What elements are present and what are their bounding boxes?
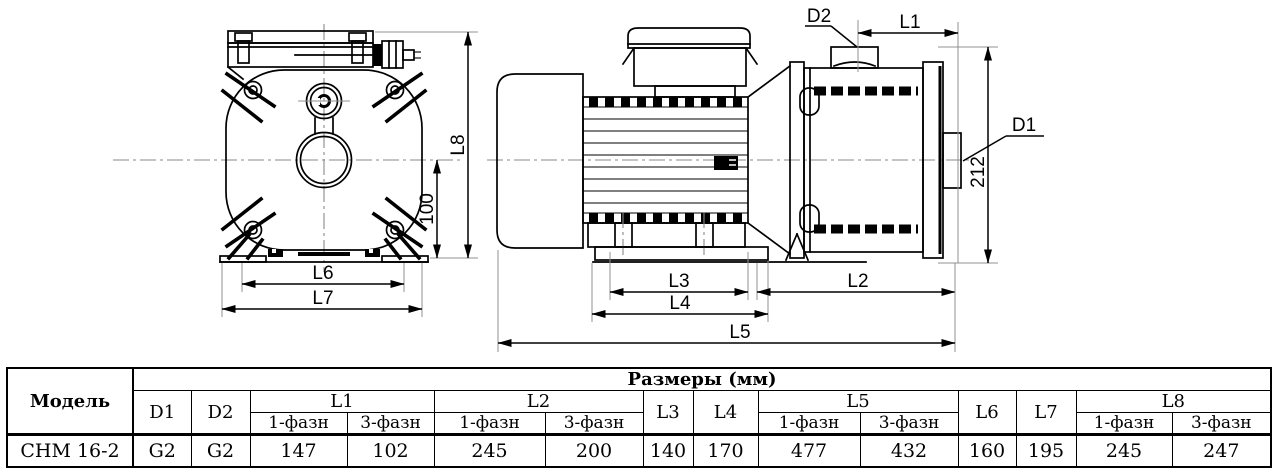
suction-port-d2 [830,46,879,69]
l1-phase3-header: 3-фазн [346,412,435,436]
cell-l3: 140 [642,434,694,467]
feet-front [219,232,429,263]
l5-phase1-header: 1-фазн [757,412,861,436]
cell-l4: 170 [692,434,759,467]
side-view-dimensions: D2 L1 212 D1 [497,6,1044,352]
cell-l2-3ph: 200 [544,434,644,467]
drawing-svg: L8 100 L6 L7 [113,6,1044,352]
cell-l8-3ph: 247 [1171,434,1272,467]
pump-barrel-side [803,46,962,259]
model-column-header: Модель [6,367,134,436]
front-view-dimensions: L8 100 L6 L7 [221,31,478,317]
cell-d1: G2 [132,434,192,467]
col-header-l2: L2 [433,390,644,413]
col-header-l5: L5 [757,390,959,413]
dim-label-l2: L2 [847,271,868,292]
cell-l5-3ph: 432 [859,434,959,467]
cell-l8-1ph: 245 [1075,434,1173,467]
mounting-lugs [220,71,428,249]
terminal-box-side [621,27,759,98]
col-header-l1: L1 [249,390,435,413]
col-header-l4: L4 [692,390,759,436]
dim-label-212: 212 [968,156,989,188]
l2-phase1-header: 1-фазн [433,412,546,436]
cell-l7: 195 [1015,434,1077,467]
dim-label-l5: L5 [729,322,750,343]
cell-l5-1ph: 477 [757,434,861,467]
terminal-box-front [226,30,421,81]
dims-header: Размеры (мм) [132,367,1272,391]
dim-label-l6: L6 [312,263,333,284]
dim-label-100: 100 [417,193,438,225]
cell-l2-1ph: 245 [433,434,546,467]
dim-label-d1: D1 [1012,115,1036,136]
cell-l1-1ph: 147 [249,434,348,467]
motor-feet-side [587,212,867,263]
fan-cover-side [496,73,584,249]
col-header-l3: L3 [642,390,694,436]
suction-port-front [295,131,353,189]
l5-phase3-header: 3-фазн [859,412,959,436]
dimensions-table: Модель Размеры (мм) D1 D2 L1 L2 L3 L4 L5… [6,367,1273,468]
side-view-drawing: D2 L1 212 D1 [487,6,1044,352]
lantern-bracket-side [746,61,820,262]
dim-label-l7: L7 [312,288,333,309]
cell-l1-3ph: 102 [346,434,435,467]
nameplate-icon [714,156,738,170]
dim-label-l1: L1 [899,12,920,33]
dim-label-l4: L4 [669,293,691,314]
top-port-front [298,82,350,135]
l8-phase3-header: 3-фазн [1171,412,1272,436]
l1-phase1-header: 1-фазн [249,412,348,436]
dim-label-l3: L3 [668,271,689,292]
col-header-l8: L8 [1075,390,1272,413]
col-header-l7: L7 [1015,390,1077,436]
dimensions-table-wrap: Модель Размеры (мм) D1 D2 L1 L2 L3 L4 L5… [6,367,1273,468]
l2-phase3-header: 3-фазн [544,412,644,436]
dim-label-l8: L8 [448,134,469,155]
front-view-drawing: L8 100 L6 L7 [113,24,478,317]
cable-gland-icon [373,40,421,69]
table-row: CHM 16-2 G2 G2 147 102 245 200 140 170 4… [6,434,1272,467]
l8-phase1-header: 1-фазн [1075,412,1173,436]
cell-l6: 160 [957,434,1017,467]
technical-drawing: L8 100 L6 L7 [113,6,1044,352]
cell-model: CHM 16-2 [6,434,134,467]
col-header-l6: L6 [957,390,1017,436]
cell-d2: G2 [190,434,251,467]
col-header-d2: D2 [190,390,251,436]
discharge-port-d1 [942,132,962,189]
dim-label-d2: D2 [807,6,831,27]
col-header-d1: D1 [132,390,192,436]
